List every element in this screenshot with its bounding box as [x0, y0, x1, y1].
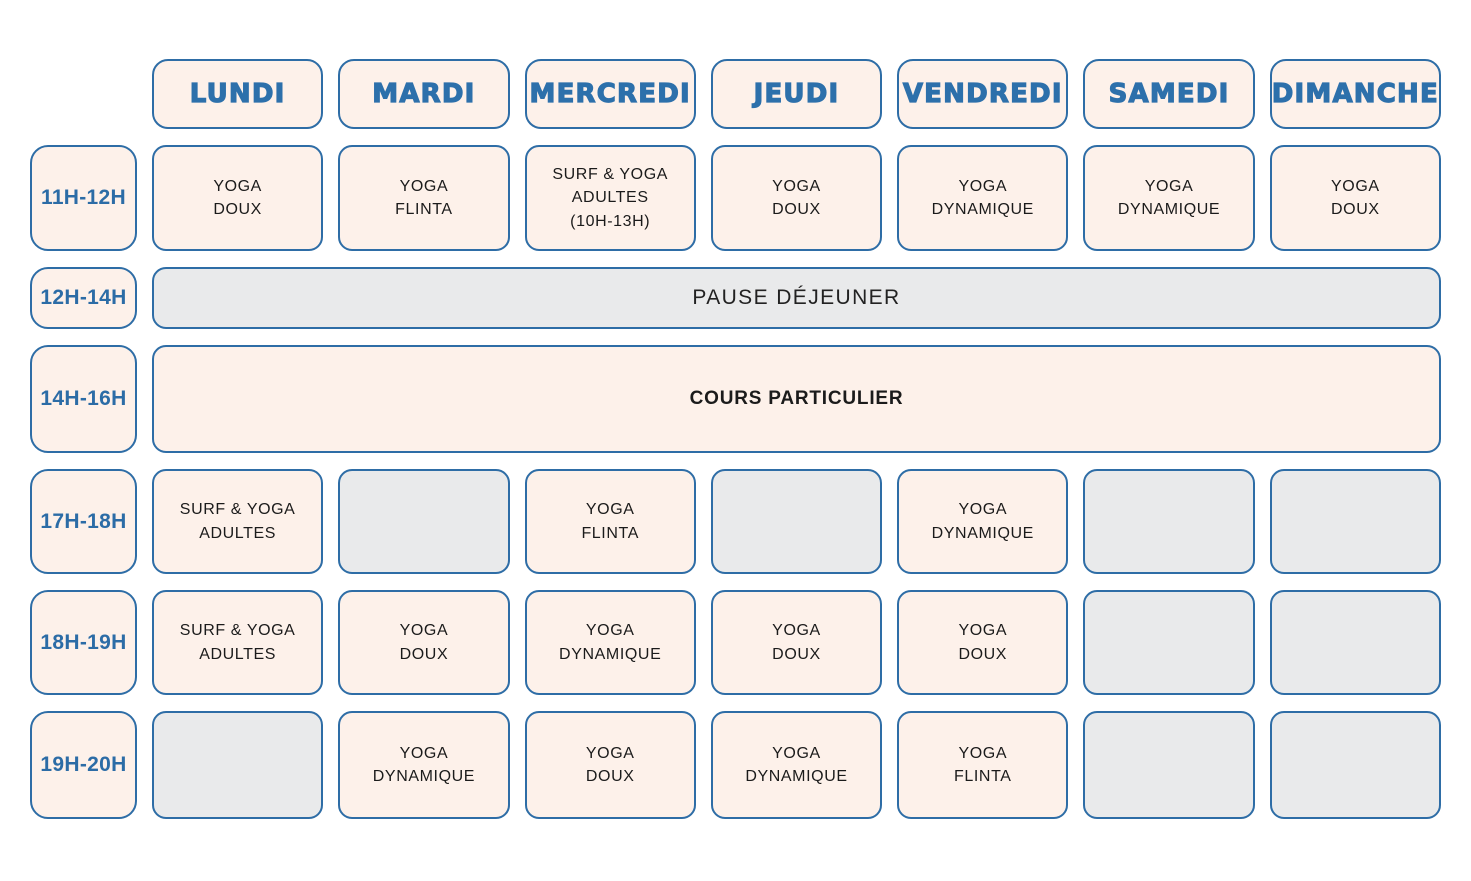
corner-spacer — [30, 59, 137, 129]
class-cell-lundi-18h-19h: SURF & YOGA ADULTES — [152, 590, 324, 695]
class-cell-samedi-11h-12h: YOGA DYNAMIQUE — [1083, 145, 1255, 251]
class-cell-mardi-11h-12h: YOGA FLINTA — [338, 145, 510, 251]
class-cell-lundi-11h-12h: YOGA DOUX — [152, 145, 324, 251]
day-header-jeudi: JEUDI — [710, 59, 883, 129]
class-cell-vendredi-17h-18h: YOGA DYNAMIQUE — [897, 469, 1069, 574]
time-slot-12h-14h: 12H-14H — [30, 267, 137, 329]
empty-cell-samedi-19h-20h — [1083, 711, 1255, 819]
empty-cell-dimanche-18h-19h — [1269, 590, 1441, 695]
empty-cell-dimanche-17h-18h — [1269, 469, 1441, 574]
class-cell-jeudi-18h-19h: YOGA DOUX — [710, 590, 883, 695]
day-header-mercredi: MERCREDI — [524, 59, 696, 129]
class-cell-vendredi-19h-20h: YOGA FLINTA — [897, 711, 1069, 819]
class-cell-dimanche-11h-12h: YOGA DOUX — [1269, 145, 1441, 251]
empty-cell-lundi-19h-20h — [152, 711, 324, 819]
day-header-vendredi: VENDREDI — [897, 59, 1069, 129]
day-header-lundi: LUNDI — [152, 59, 324, 129]
class-cell-mercredi-18h-19h: YOGA DYNAMIQUE — [524, 590, 696, 695]
private-lesson-banner: COURS PARTICULIER — [152, 345, 1441, 453]
class-cell-mardi-18h-19h: YOGA DOUX — [338, 590, 510, 695]
class-cell-mercredi-19h-20h: YOGA DOUX — [524, 711, 696, 819]
empty-cell-dimanche-19h-20h — [1269, 711, 1441, 819]
empty-cell-samedi-17h-18h — [1083, 469, 1255, 574]
day-header-mardi: MARDI — [338, 59, 510, 129]
time-slot-11h-12h: 11H-12H — [30, 145, 137, 251]
empty-cell-jeudi-17h-18h — [710, 469, 883, 574]
class-cell-mercredi-11h-12h: SURF & YOGA ADULTES (10H-13H) — [524, 145, 696, 251]
time-slot-17h-18h: 17H-18H — [30, 469, 137, 574]
empty-cell-mardi-17h-18h — [338, 469, 510, 574]
empty-cell-samedi-18h-19h — [1083, 590, 1255, 695]
class-cell-jeudi-11h-12h: YOGA DOUX — [710, 145, 883, 251]
class-cell-vendredi-18h-19h: YOGA DOUX — [897, 590, 1069, 695]
time-slot-14h-16h: 14H-16H — [30, 345, 137, 453]
class-cell-lundi-17h-18h: SURF & YOGA ADULTES — [152, 469, 324, 574]
time-slot-18h-19h: 18H-19H — [30, 590, 137, 695]
class-cell-jeudi-19h-20h: YOGA DYNAMIQUE — [710, 711, 883, 819]
day-header-samedi: SAMEDI — [1083, 59, 1255, 129]
time-slot-19h-20h: 19H-20H — [30, 711, 137, 819]
lunch-break-banner: PAUSE DÉJEUNER — [152, 267, 1441, 329]
class-cell-vendredi-11h-12h: YOGA DYNAMIQUE — [897, 145, 1069, 251]
day-header-dimanche: DIMANCHE — [1269, 59, 1441, 129]
class-cell-mardi-19h-20h: YOGA DYNAMIQUE — [338, 711, 510, 819]
class-cell-mercredi-17h-18h: YOGA FLINTA — [524, 469, 696, 574]
